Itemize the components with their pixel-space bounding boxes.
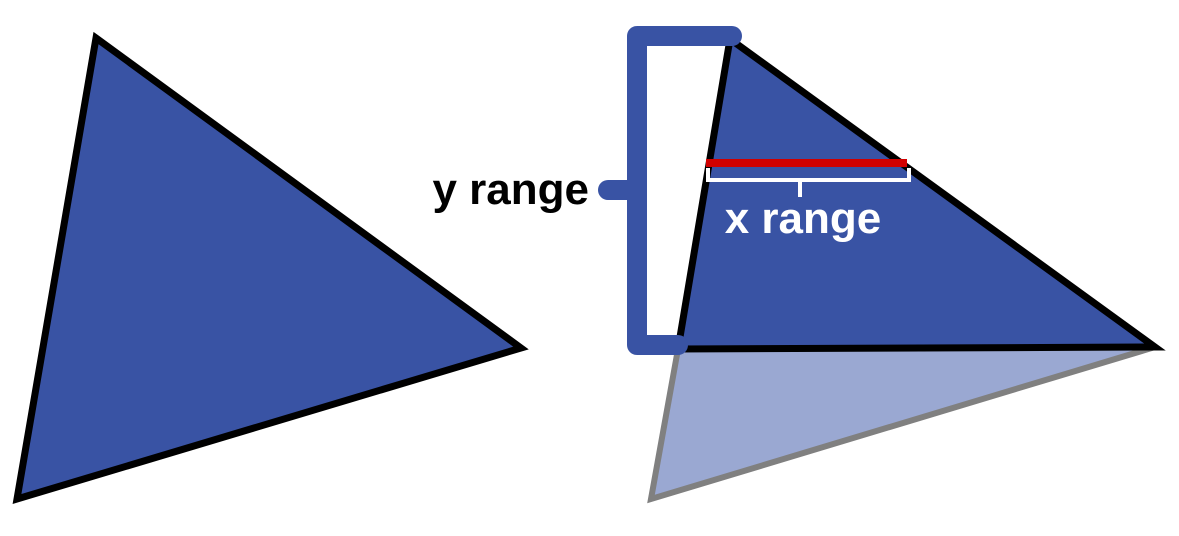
x-range-bracket (706, 168, 911, 197)
faded-lower-triangle-part (647, 344, 1156, 504)
x-range-label: x range (725, 194, 882, 243)
full-triangle (12, 31, 529, 504)
upper-triangle-part (673, 32, 1166, 353)
y-range-bracket (598, 26, 742, 355)
y-range-label: y range (432, 165, 589, 214)
